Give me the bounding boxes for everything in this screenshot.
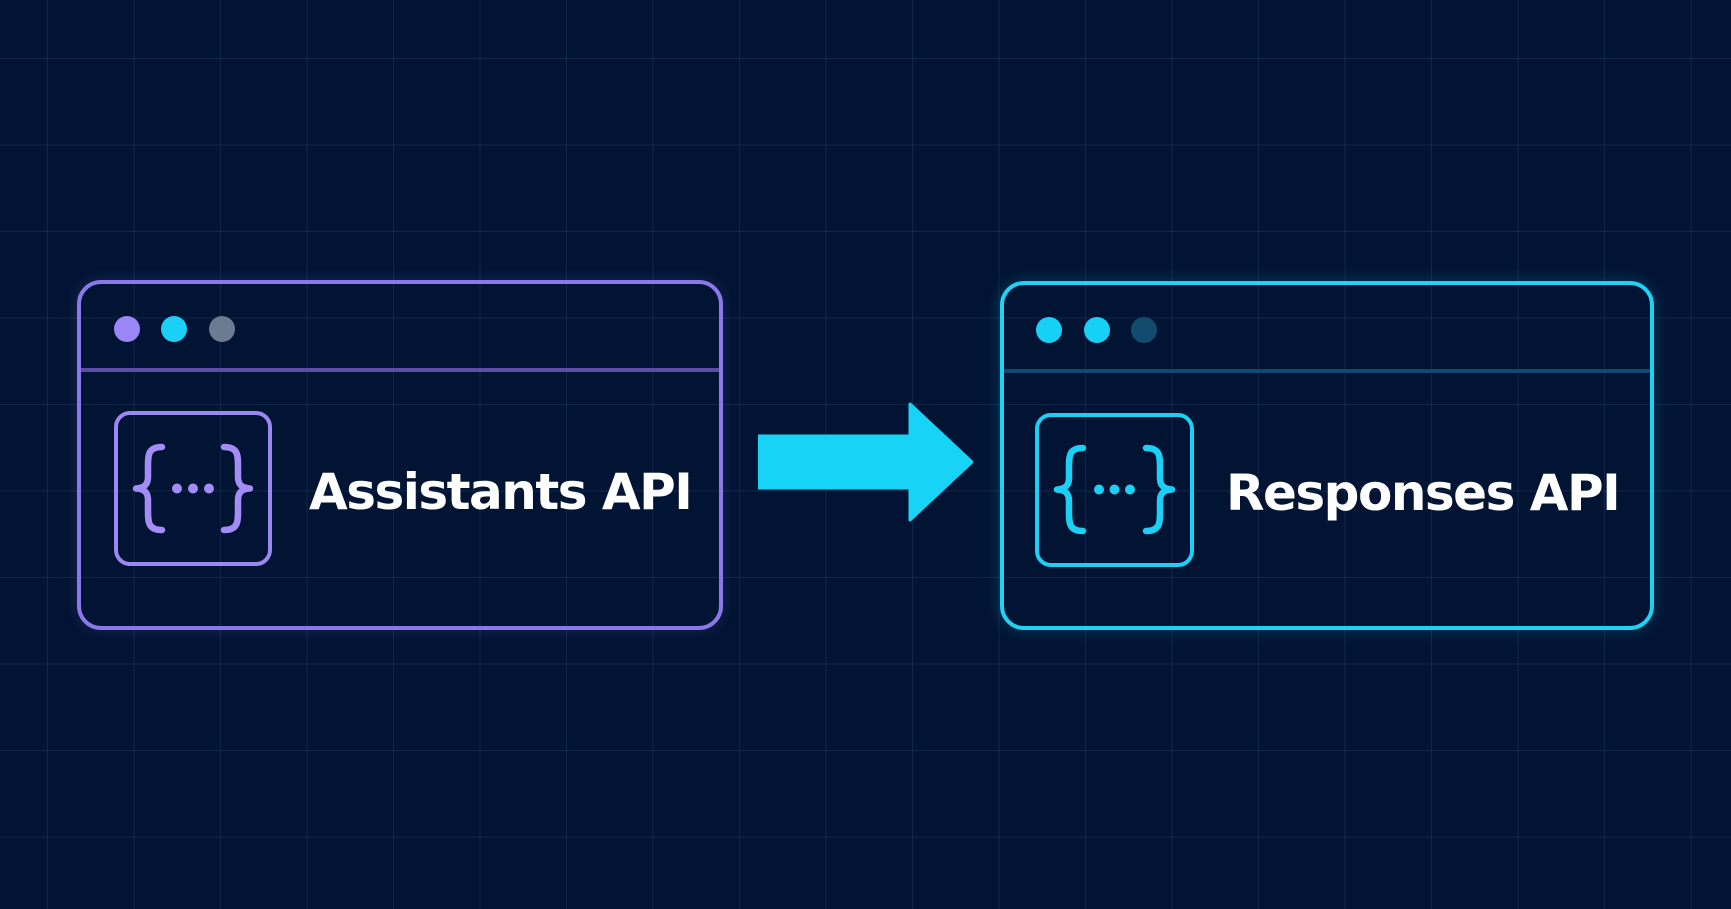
- code-braces-icon: [114, 411, 272, 566]
- window-dot-cyan: [1084, 317, 1110, 343]
- window-dot-cyan: [161, 316, 187, 342]
- window-dot-dark-teal: [1131, 317, 1157, 343]
- code-braces-icon: [1035, 413, 1194, 567]
- right-arrow-icon: [758, 402, 973, 522]
- assistants-api-label: Assistants API: [309, 463, 693, 521]
- window-dot-purple: [114, 316, 140, 342]
- window-dot-cyan: [1036, 317, 1062, 343]
- window-dot-gray: [209, 316, 235, 342]
- window-titlebar: [1004, 285, 1650, 373]
- responses-api-window: Responses API: [1000, 281, 1654, 630]
- assistants-api-window: Assistants API: [77, 280, 723, 630]
- responses-api-label: Responses API: [1226, 464, 1621, 522]
- window-titlebar: [81, 284, 719, 372]
